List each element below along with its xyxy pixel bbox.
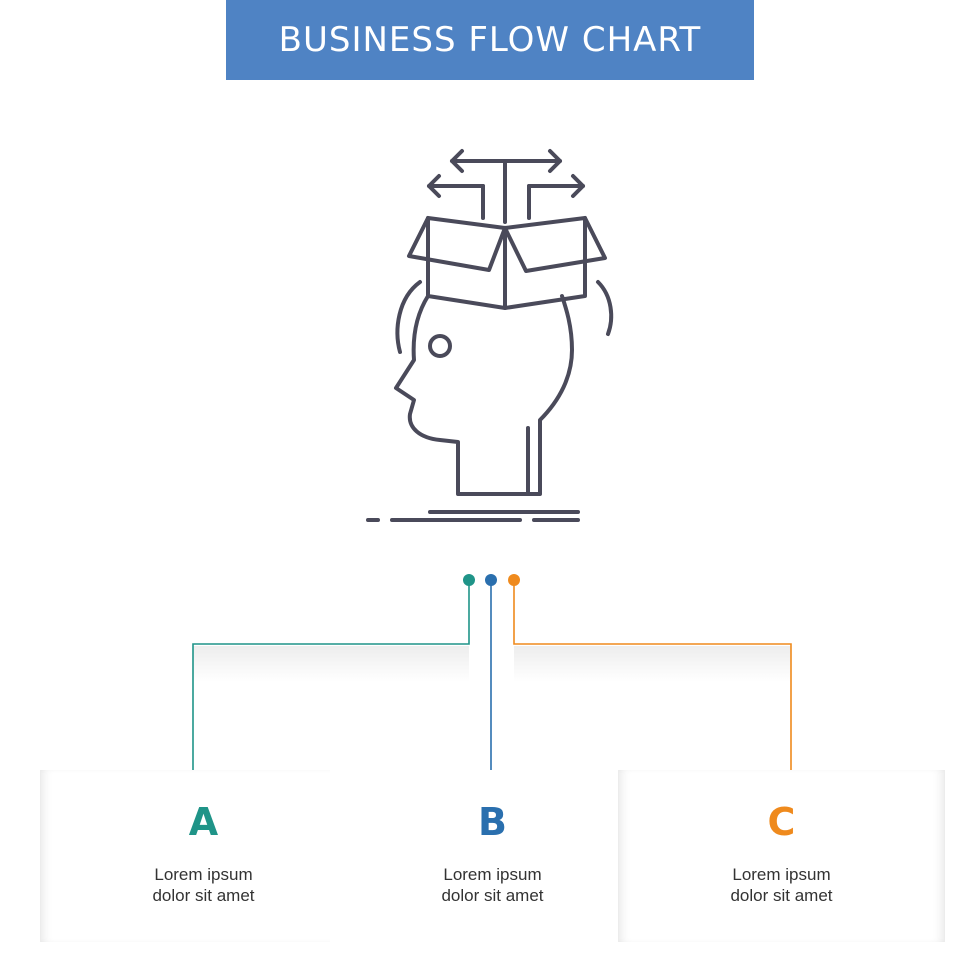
branch-letter-c: C [767,800,796,844]
branch-text-line: dolor sit amet [730,886,833,905]
branch-text-line: dolor sit amet [441,886,544,905]
branch-letter-a: A [188,800,219,844]
node-dot-c [508,574,520,586]
branch-card-b: B Lorem ipsum dolor sit amet [330,770,655,942]
page-title: BUSINESS FLOW CHART [278,20,702,60]
branch-card-c: C Lorem ipsum dolor sit amet [618,770,945,942]
connector-c [513,580,792,780]
branch-description-a: Lorem ipsum dolor sit amet [41,864,366,906]
node-dot-b [485,574,497,586]
branch-text-line: Lorem ipsum [154,865,253,884]
branch-text-line: Lorem ipsum [443,865,542,884]
branch-text-line: Lorem ipsum [732,865,831,884]
branch-letter-b: B [478,800,507,844]
branch-card-a: A Lorem ipsum dolor sit amet [40,770,367,942]
branch-text-line: dolor sit amet [152,886,255,905]
node-dot-a [463,574,475,586]
branch-description-c: Lorem ipsum dolor sit amet [619,864,944,906]
connector-a [192,580,470,780]
branch-description-b: Lorem ipsum dolor sit amet [330,864,655,906]
title-banner: BUSINESS FLOW CHART [226,0,754,80]
